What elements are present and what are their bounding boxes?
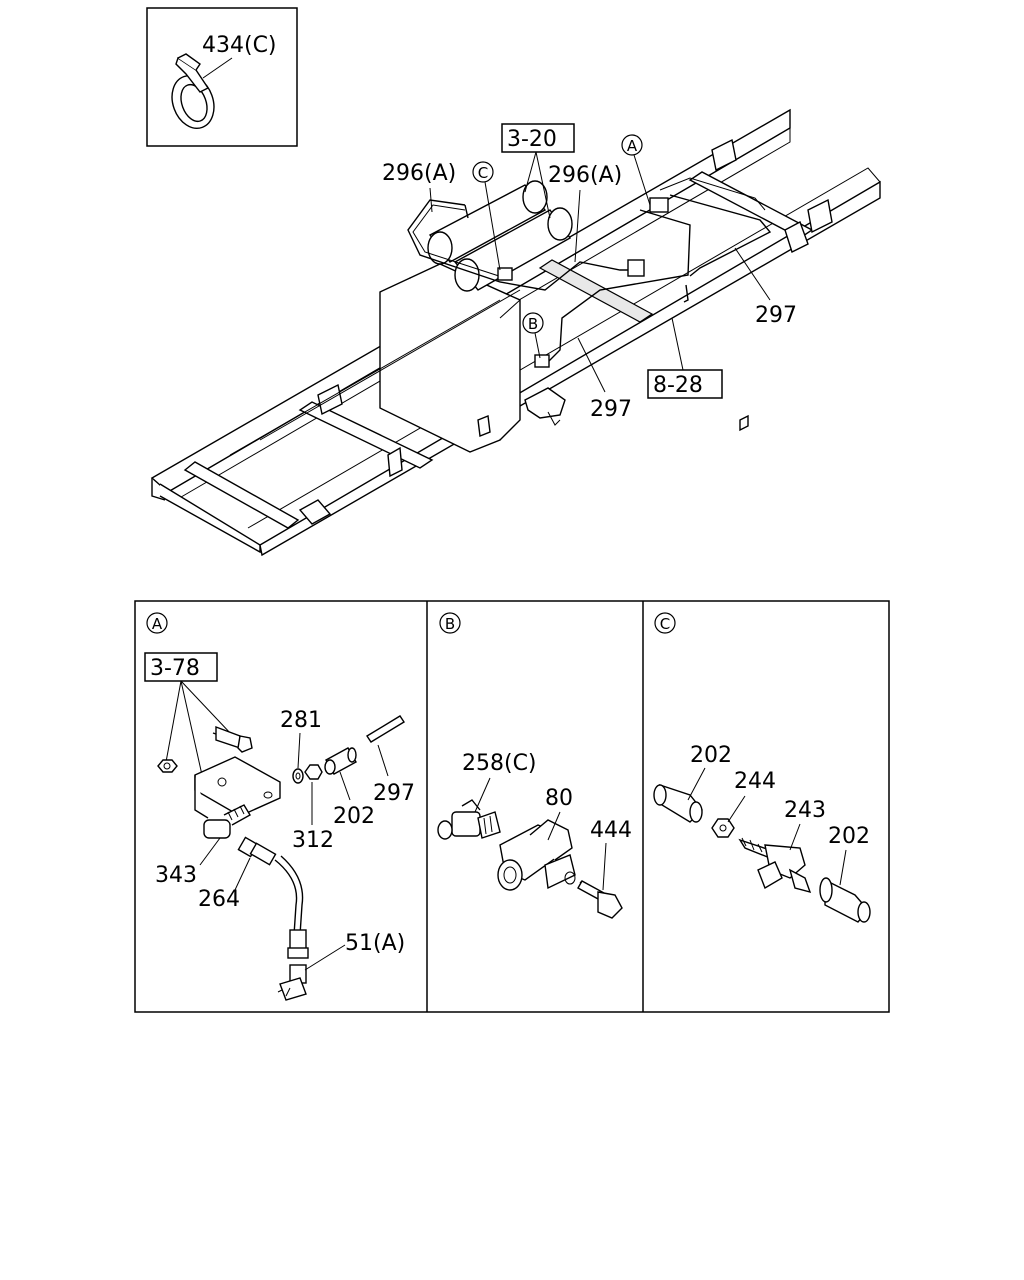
panel-a: A 3-78 343 bbox=[144, 612, 415, 1001]
valve-c bbox=[497, 267, 513, 281]
label-244: 244 bbox=[734, 769, 776, 794]
label-258c: 258(C) bbox=[462, 751, 537, 776]
detail-panels-frame bbox=[134, 600, 890, 1013]
air-tank-pair bbox=[427, 180, 573, 292]
panel-a-title: A bbox=[152, 615, 163, 633]
panel-b: B 258(C) 80 444 bbox=[437, 612, 632, 919]
label-51a: 51(A) bbox=[345, 931, 405, 956]
elbow-51a-icon bbox=[277, 964, 307, 1001]
callout-a: A bbox=[621, 134, 651, 206]
ref-3-20-text: 3-20 bbox=[507, 127, 557, 152]
label-434c: 434(C) bbox=[202, 33, 277, 58]
inset-clip-box: 434(C) bbox=[146, 7, 298, 147]
nut-244-icon bbox=[711, 818, 735, 838]
hose-264-icon bbox=[237, 836, 309, 959]
callout-c: C bbox=[472, 161, 501, 271]
leader-line bbox=[574, 189, 581, 263]
label-243: 243 bbox=[784, 798, 826, 823]
callout-b: B bbox=[522, 312, 544, 359]
label-281: 281 bbox=[280, 708, 322, 733]
nut-312-icon bbox=[304, 764, 323, 780]
label-343: 343 bbox=[155, 863, 197, 888]
ref-8-28-text: 8-28 bbox=[653, 373, 703, 398]
brake-pipe-297 bbox=[544, 177, 772, 366]
leader-line bbox=[202, 57, 233, 79]
ref-box-8-28: 8-28 bbox=[647, 317, 723, 399]
ref-box-3-20: 3-20 bbox=[501, 123, 575, 219]
label-312: 312 bbox=[292, 828, 334, 853]
label-264: 264 bbox=[198, 887, 240, 912]
label-297-bottom: 297 bbox=[590, 397, 632, 422]
leader-line bbox=[734, 247, 771, 301]
label-296a-right: 296(A) bbox=[548, 163, 622, 188]
bolt-icon bbox=[212, 725, 253, 753]
label-202-c-bottom: 202 bbox=[828, 824, 870, 849]
valve-junction bbox=[627, 259, 645, 277]
panel-b-title: B bbox=[445, 615, 455, 633]
label-296a-left: 296(A) bbox=[382, 161, 456, 186]
svg-text:B: B bbox=[528, 315, 538, 333]
label-297-a: 297 bbox=[373, 781, 415, 806]
valve-a bbox=[649, 197, 669, 213]
leader-line bbox=[429, 187, 433, 213]
ref-3-78-text: 3-78 bbox=[150, 656, 200, 681]
svg-text:A: A bbox=[627, 137, 638, 155]
panel-c: C 202 244 243 202 bbox=[653, 612, 871, 923]
cross-80-icon bbox=[497, 819, 576, 891]
label-297-right: 297 bbox=[755, 303, 797, 328]
elbow-fitting-343-icon bbox=[203, 804, 251, 839]
label-80: 80 bbox=[545, 786, 573, 811]
elbow-258c-icon bbox=[437, 799, 501, 840]
label-202-c-top: 202 bbox=[690, 743, 732, 768]
brake-pipe-296a bbox=[407, 199, 640, 291]
svg-text:C: C bbox=[478, 164, 488, 182]
panel-c-title: C bbox=[660, 615, 670, 633]
mounting-bracket-icon bbox=[194, 756, 281, 819]
fitting-202-icon bbox=[324, 747, 357, 775]
label-444: 444 bbox=[590, 818, 632, 843]
chassis-frame bbox=[150, 108, 881, 557]
tee-243-icon bbox=[738, 837, 812, 894]
leader-line bbox=[577, 337, 606, 393]
valve-b bbox=[534, 354, 550, 368]
bolt-444-icon bbox=[577, 880, 623, 919]
label-202-a: 202 bbox=[333, 804, 375, 829]
clip-band-icon bbox=[171, 53, 215, 129]
fitting-202-top-icon bbox=[653, 783, 703, 823]
fitting-202-bottom-icon bbox=[819, 877, 871, 923]
pipe-297-icon bbox=[366, 715, 405, 743]
washer-281-icon bbox=[292, 768, 304, 784]
nut-icon bbox=[157, 759, 178, 773]
